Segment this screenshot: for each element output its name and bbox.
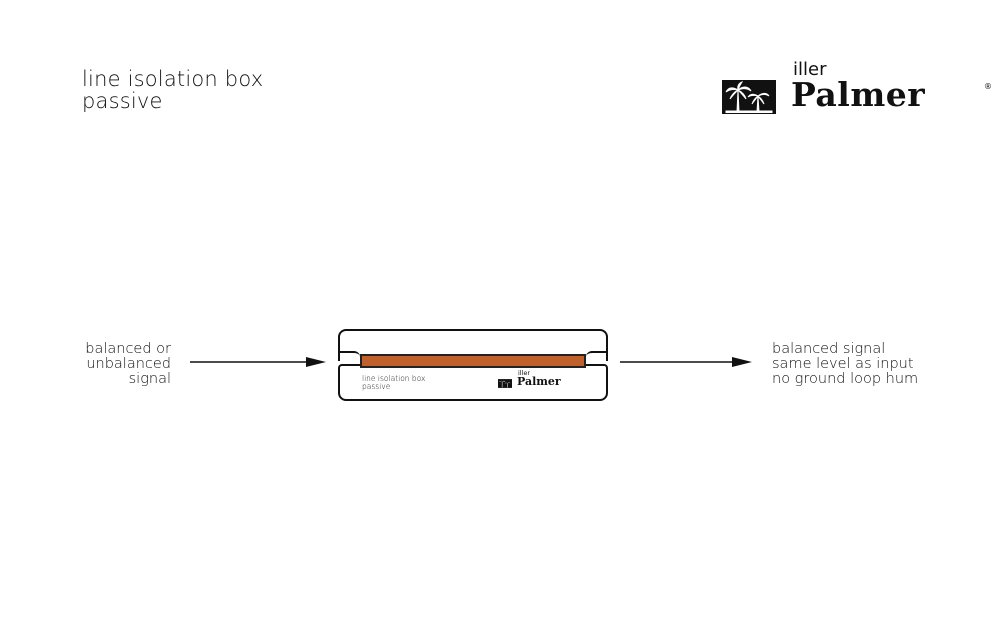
device-orange-stripe xyxy=(360,354,586,368)
device-front-panel: line isolation box passive iller Palmer xyxy=(338,364,608,401)
isolation-box-device: line isolation box passive iller Palmer xyxy=(338,329,608,401)
input-arrow xyxy=(190,357,326,367)
device-brand-logo: iller Palmer xyxy=(498,370,598,394)
device-label: line isolation box passive xyxy=(362,375,426,391)
palm-tree-icon xyxy=(498,378,512,389)
output-arrow xyxy=(620,357,752,367)
device-brand-name: Palmer xyxy=(517,376,561,388)
device-label-line-2: passive xyxy=(362,383,426,391)
